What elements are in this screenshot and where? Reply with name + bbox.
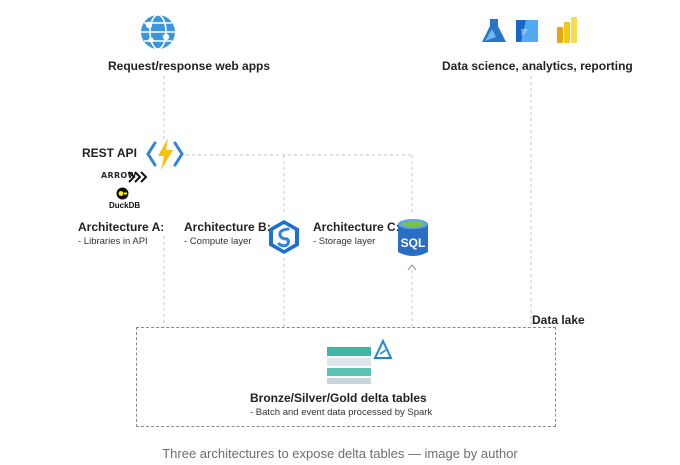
- synapse-spark-icon: [269, 220, 299, 254]
- arch-c-detail: - Storage layer: [313, 236, 376, 247]
- rest-api-label: REST API: [82, 146, 137, 160]
- duckdb-icon: [116, 187, 129, 200]
- tables-title: Bronze/Silver/Gold delta tables: [250, 391, 427, 405]
- arch-b-detail: - Compute layer: [184, 236, 252, 247]
- arrow-logo-text: ARROW: [101, 171, 137, 180]
- azure-functions-icon: [146, 138, 184, 170]
- figure-caption: Three architectures to expose delta tabl…: [162, 446, 518, 461]
- webapps-label: Request/response web apps: [108, 59, 271, 73]
- arch-a-detail: - Libraries in API: [78, 236, 148, 247]
- azure-ml-icon: [482, 19, 506, 42]
- arrow-logo: ARROW: [101, 171, 137, 180]
- arrow-chevrons-icon: [128, 171, 148, 183]
- arch-a-title: Architecture A:: [78, 220, 165, 234]
- arch-b-title: Architecture B:: [184, 220, 271, 234]
- arch-c-title: Architecture C:: [313, 220, 400, 234]
- datalake-label: Data lake: [532, 313, 585, 327]
- tables-detail: - Batch and event data processed by Spar…: [250, 407, 433, 418]
- power-bi-icon: [557, 17, 577, 43]
- sql-icon-text: SQL: [401, 236, 426, 250]
- arrowhead-up: [407, 264, 417, 271]
- synapse-icon: [516, 20, 538, 42]
- sql-database-icon: SQL: [398, 219, 428, 256]
- duckdb-label: DuckDB: [109, 201, 141, 210]
- delta-lake-tables-icon: [327, 347, 371, 384]
- delta-lake-icon: [373, 339, 393, 359]
- globe-web-app-icon: [141, 14, 175, 50]
- datalake-container: [136, 327, 556, 427]
- analytics-label: Data science, analytics, reporting: [442, 59, 633, 73]
